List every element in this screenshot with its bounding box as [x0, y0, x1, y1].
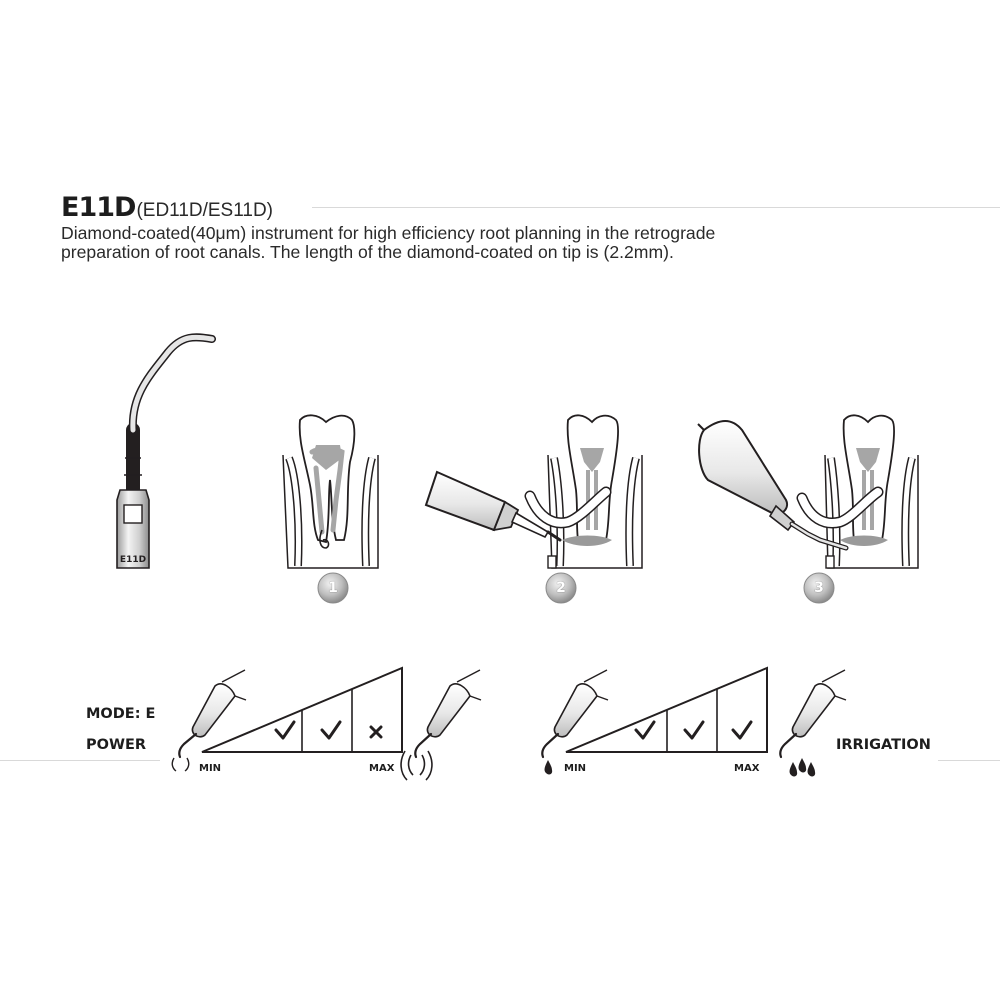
step-1-number: 1	[328, 580, 338, 596]
handpiece-min-water-icon	[541, 669, 609, 775]
model-code: E11D	[61, 192, 136, 223]
check-icon	[731, 720, 753, 740]
handpiece-max-water-icon	[779, 669, 847, 777]
power-min-label: MIN	[199, 763, 222, 774]
divider-line-bottom-left	[0, 760, 160, 761]
check-icon	[683, 720, 705, 740]
step-2-number: 2	[556, 580, 566, 596]
description-line-1: Diamond-coated(40μm) instrument for high…	[61, 223, 716, 243]
step-2-badge	[545, 572, 577, 604]
handpiece-max-power-icon	[400, 669, 482, 781]
product-title: E11D(ED11D/ES11D)	[61, 192, 273, 223]
power-max-label: MAX	[369, 763, 395, 774]
product-description: Diamond-coated(40μm) instrument for high…	[61, 224, 941, 262]
step-1-badge	[317, 572, 349, 604]
tip-engraving-label: E11D	[120, 555, 146, 565]
step-2-illustration	[424, 414, 643, 569]
cross-icon	[369, 725, 383, 739]
irrigation-max-label: MAX	[734, 763, 760, 774]
irrigation-min-label: MIN	[564, 763, 587, 774]
alternate-models: (ED11D/ES11D)	[136, 200, 273, 221]
step-3-badge	[803, 572, 835, 604]
power-scale	[201, 666, 403, 753]
divider-line-top	[312, 207, 1000, 208]
irrigation-label: IRRIGATION	[836, 737, 931, 753]
irrigation-scale	[565, 666, 768, 753]
step-1-illustration	[282, 414, 379, 569]
step-3-number: 3	[814, 580, 824, 596]
handpiece-min-power-icon	[171, 669, 247, 772]
description-line-2: preparation of root canals. The length o…	[61, 242, 674, 262]
e11d-tip-illustration	[116, 333, 216, 569]
divider-line-bottom-right	[938, 760, 1000, 761]
check-icon	[274, 720, 296, 740]
step-3-illustration	[697, 414, 919, 569]
check-icon	[634, 720, 656, 740]
mode-label: MODE: E	[86, 706, 156, 722]
power-label: POWER	[86, 737, 147, 753]
check-icon	[320, 720, 342, 740]
